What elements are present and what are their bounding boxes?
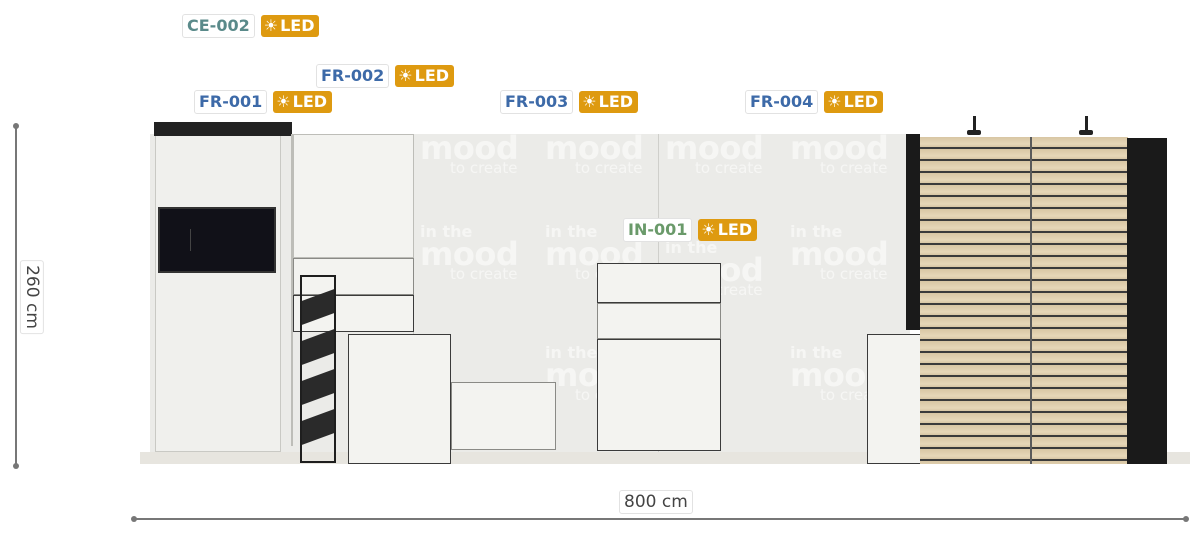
watermark-line: to create (820, 159, 888, 177)
spotlight-icon (967, 130, 981, 135)
watermark-line: mood (545, 129, 644, 167)
brochure-stand (300, 275, 336, 463)
sun-icon: ☀ (701, 220, 716, 239)
label-fr-003: FR-003 ☀LED (500, 90, 639, 114)
watermark-line: mood (665, 129, 764, 167)
spotlight (973, 116, 976, 132)
height-dimension-end (13, 463, 19, 469)
label-code: FR-004 (745, 90, 819, 114)
wall-post (906, 134, 920, 330)
label-code: FR-002 (316, 64, 390, 88)
led-badge: ☀LED (698, 219, 758, 241)
watermark-line: mood (790, 235, 889, 273)
watermark-line: in the (298, 116, 351, 135)
label-code: IN-001 (623, 218, 693, 242)
width-dimension-end (131, 516, 137, 522)
shelf-post (291, 134, 293, 446)
watermark-line: in the (545, 343, 598, 362)
watermark-line: to create (820, 265, 888, 283)
sun-icon: ☀ (582, 92, 597, 111)
watermark-line: to create (575, 159, 643, 177)
label-fr-001: FR-001 ☀LED (194, 90, 333, 114)
label-code: FR-003 (500, 90, 574, 114)
dark-side-panel (1127, 138, 1167, 464)
sun-icon: ☀ (276, 92, 291, 111)
watermark-line: mood (420, 235, 519, 273)
low-bench (451, 382, 556, 450)
led-badge: ☀LED (260, 15, 320, 37)
led-badge: ☀LED (824, 91, 884, 113)
shelf-panel (293, 134, 414, 258)
info-desk-top (597, 263, 721, 303)
sun-icon: ☀ (263, 16, 279, 35)
label-code: FR-001 (194, 90, 268, 114)
label-fr-004: FR-004 ☀LED (745, 90, 884, 114)
watermark-line: to create (695, 159, 763, 177)
spotlight-icon (1079, 130, 1093, 135)
label-in-001: IN-001 ☀LED (623, 218, 758, 242)
counter (348, 334, 451, 464)
label-ce-002: CE-002 ☀LED (182, 14, 320, 38)
watermark-line: in the (665, 116, 718, 135)
label-fr-002: FR-002 ☀LED (316, 64, 455, 88)
watermark-line: in the (790, 116, 843, 135)
width-dimension-label: 800 cm (619, 490, 693, 514)
sun-icon: ☀ (827, 92, 842, 111)
watermark-line: to create (450, 159, 518, 177)
watermark-line: mood (420, 129, 519, 167)
watermark-line: in the (790, 222, 843, 241)
slat-divider (1030, 137, 1032, 464)
spotlight (1085, 116, 1088, 132)
watermark-line: in the (420, 222, 473, 241)
height-dimension-label: 260 cm (19, 260, 44, 334)
watermark-line: in the (545, 222, 598, 241)
slatted-wood-wall (920, 137, 1128, 464)
led-badge: ☀LED (579, 91, 639, 113)
watermark-line: mood (790, 129, 889, 167)
led-badge: ☀LED (273, 91, 333, 113)
watermark-line: to create (450, 265, 518, 283)
tv-screen (158, 207, 276, 273)
label-code: CE-002 (182, 14, 255, 38)
info-desk-middle (597, 303, 721, 339)
sun-icon: ☀ (398, 66, 413, 85)
tower-header (154, 122, 292, 136)
watermark-line: in the (545, 116, 598, 135)
watermark-line: in the (790, 343, 843, 362)
width-dimension-end (1183, 516, 1189, 522)
info-desk-base (597, 339, 721, 451)
shelf-panel (293, 258, 414, 295)
height-dimension-end (13, 123, 19, 129)
watermark-line: in the (665, 238, 718, 257)
led-badge: ☀LED (395, 65, 455, 87)
watermark-line: in the (420, 116, 473, 135)
display-tower (155, 124, 281, 452)
